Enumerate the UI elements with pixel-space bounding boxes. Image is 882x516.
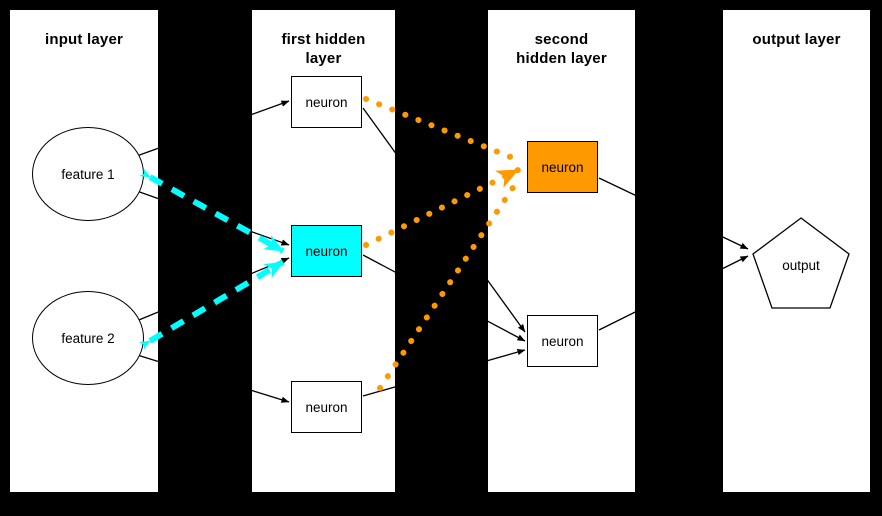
node-feature-1[interactable]: feature 1 — [32, 127, 144, 221]
layer-title-hidden2: second hidden layer — [488, 30, 635, 68]
edges-input-to-hidden1 — [133, 100, 290, 403]
node-hidden1-neuron-3[interactable]: neuron — [291, 381, 362, 433]
node-feature-2-label: feature 2 — [61, 330, 115, 346]
node-hidden2-neuron-2[interactable]: neuron — [527, 315, 598, 367]
node-hidden2-neuron-2-label: neuron — [541, 333, 584, 349]
node-hidden1-neuron-2-highlighted[interactable]: neuron — [291, 225, 362, 277]
node-feature-1-label: feature 1 — [61, 166, 115, 182]
layer-title-hidden1: first hidden layer — [252, 30, 395, 68]
edges-hidden2-to-output — [598, 177, 749, 331]
layer-title-hidden2-line2: hidden layer — [516, 50, 607, 67]
layer-panel-input: input layer — [10, 10, 158, 492]
node-hidden1-neuron-2-label: neuron — [305, 243, 348, 259]
node-hidden2-neuron-1-label: neuron — [541, 159, 584, 175]
layer-title-hidden1-line2: layer — [305, 50, 342, 67]
node-hidden1-neuron-1[interactable]: neuron — [291, 76, 362, 128]
node-output-label: output — [782, 258, 820, 273]
node-hidden1-neuron-3-label: neuron — [305, 399, 348, 415]
node-output[interactable]: output — [751, 216, 851, 310]
edges-hidden1-to-hidden2 — [362, 107, 526, 397]
pentagon-shape — [752, 217, 850, 309]
node-hidden1-neuron-1-label: neuron — [305, 94, 348, 110]
layer-title-hidden2-line1: second — [534, 31, 589, 48]
layer-title-input: input layer — [44, 31, 124, 48]
node-feature-2[interactable]: feature 2 — [32, 291, 144, 385]
layer-title-output: output layer — [752, 31, 841, 48]
node-hidden2-neuron-1-highlighted[interactable]: neuron — [527, 141, 598, 193]
layer-title-hidden1-line1: first hidden — [281, 31, 366, 48]
